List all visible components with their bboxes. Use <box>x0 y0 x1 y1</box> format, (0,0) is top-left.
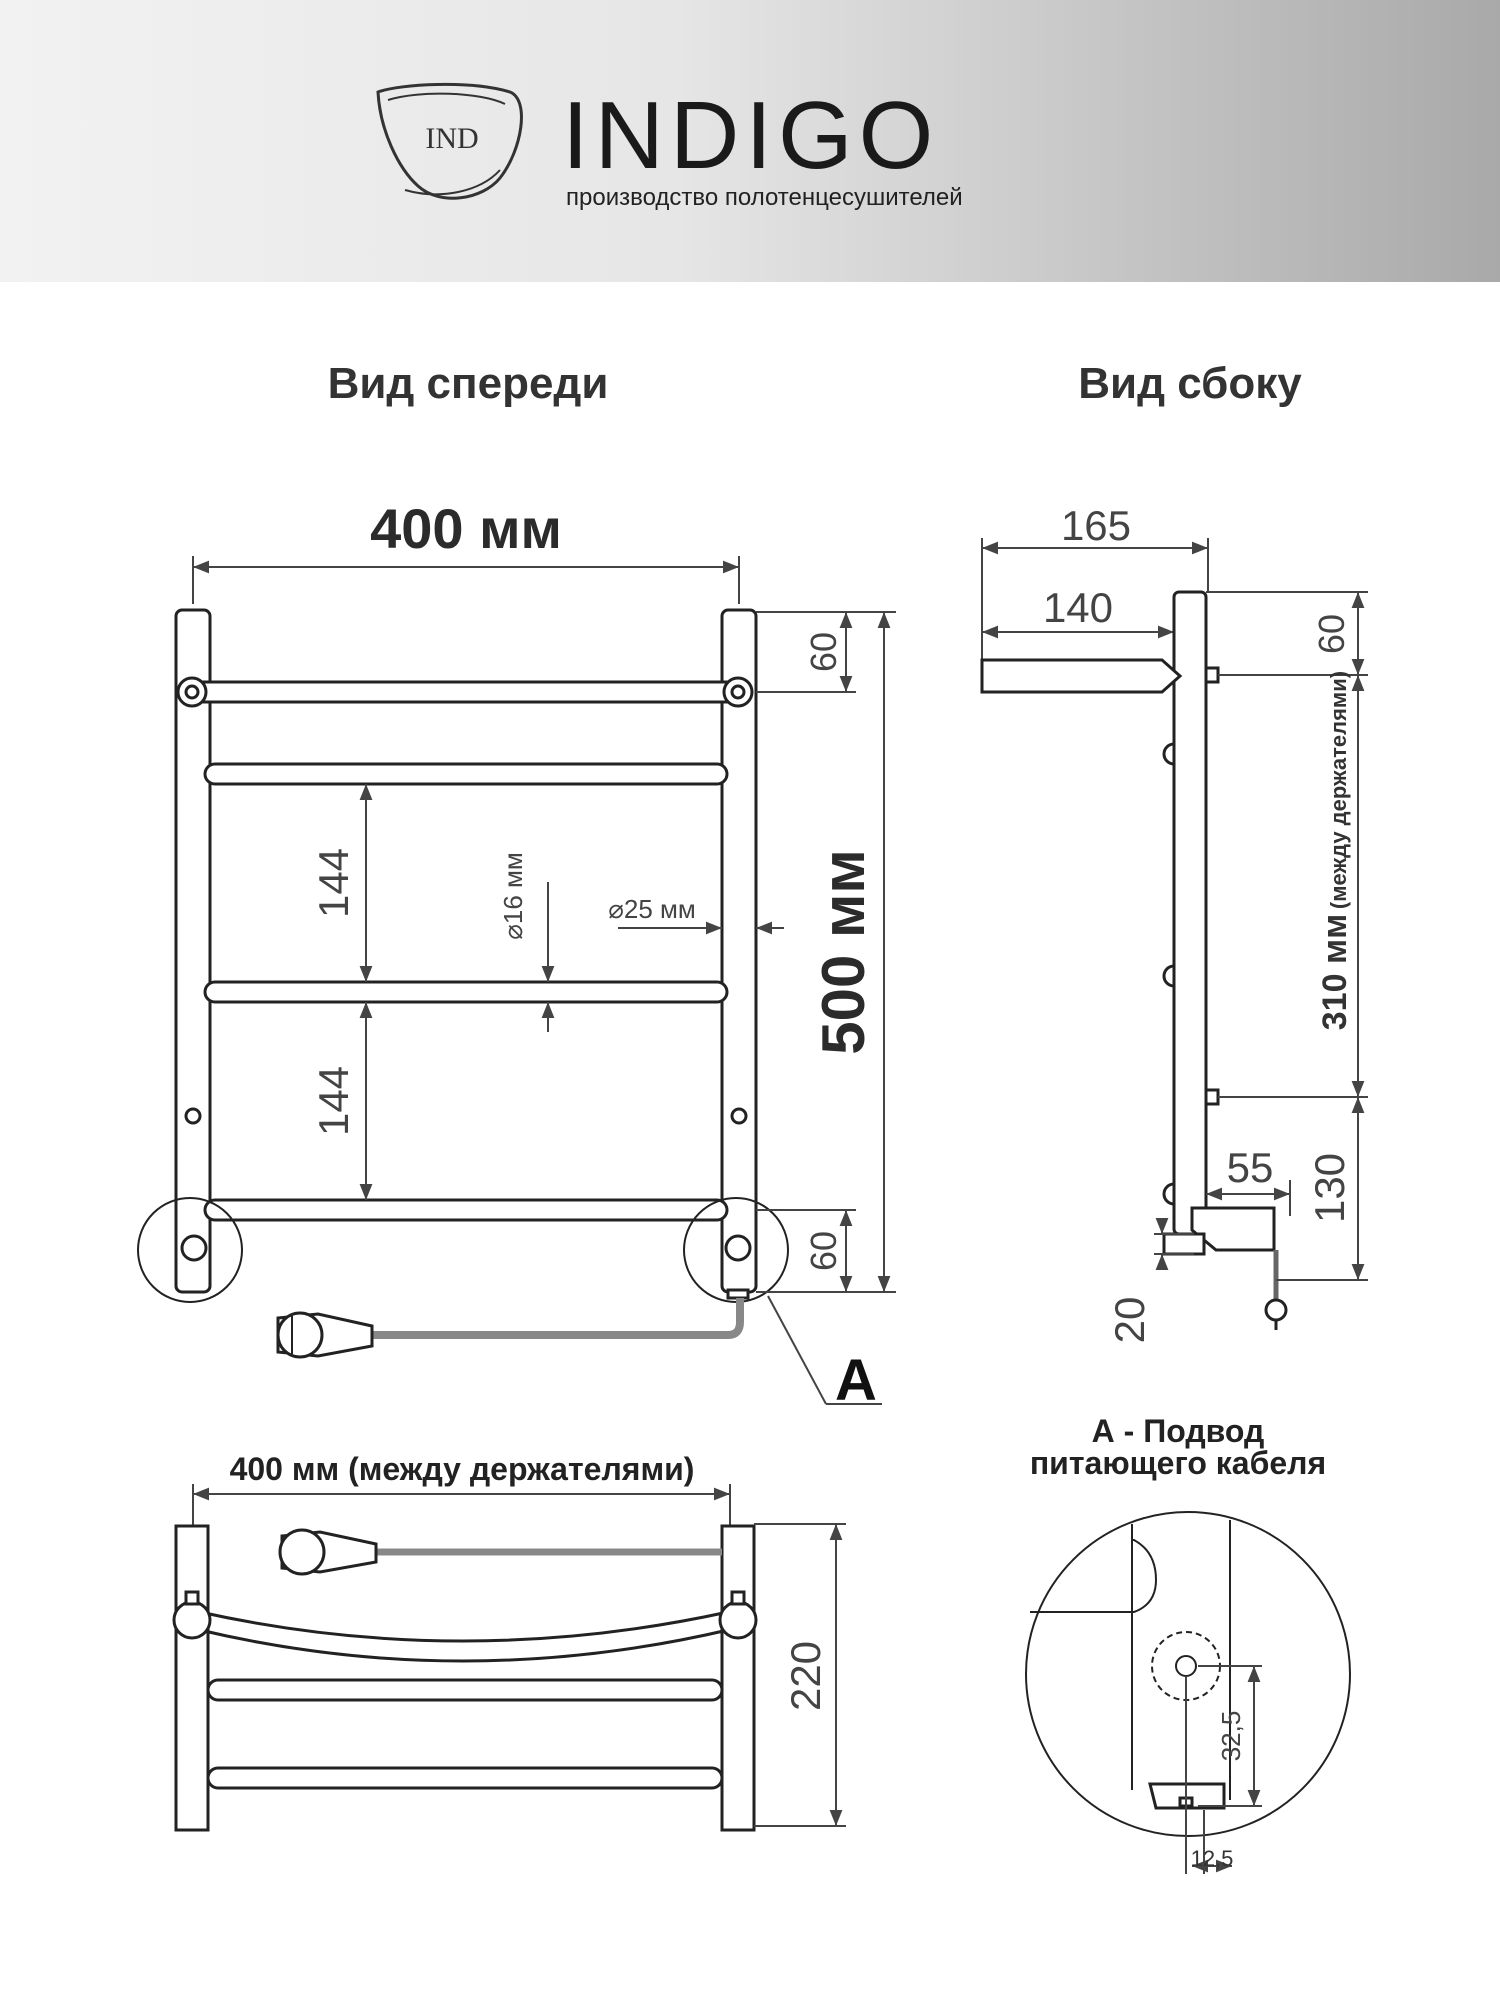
side-holder-span-note: (между держателями) <box>1326 671 1351 909</box>
side-top-offset: 60 <box>1311 614 1352 654</box>
side-depth-total: 165 <box>1061 502 1131 549</box>
right-post <box>720 608 758 1294</box>
side-plug-icon <box>1264 1298 1288 1322</box>
side-post <box>1172 590 1208 1236</box>
front-view: 400 мм <box>137 497 896 1413</box>
side-connector-box <box>1190 1206 1276 1252</box>
side-view-title: Вид сбоку <box>1078 359 1302 408</box>
detail-circle <box>1025 1511 1351 1837</box>
post-diameter-dim: ⌀25 мм <box>608 894 696 924</box>
side-depth-arm: 140 <box>1043 584 1113 631</box>
top-view: 400 мм (между держателями) 220 <box>172 1451 846 1832</box>
top-bar <box>184 680 748 704</box>
top-right-post <box>720 1524 756 1832</box>
bar-3 <box>203 980 729 1004</box>
side-box-depth: 55 <box>1227 1144 1274 1191</box>
brand-logo: IND <box>376 82 523 200</box>
top-width-dim: 400 мм (между держателями) <box>230 1451 695 1487</box>
brand-tagline: производство полотенцесушителей <box>566 184 963 211</box>
top-depth-dim: 220 <box>782 1641 829 1711</box>
front-top-offset: 60 <box>803 632 844 672</box>
bottom-bar <box>203 1198 729 1222</box>
top-right-holder-icon <box>722 676 754 708</box>
detail-caption-line1: А - Подвод <box>1092 1413 1265 1449</box>
bar-spacing-upper: 144 <box>310 848 357 918</box>
side-holder-span: 310 мм <box>1316 914 1354 1030</box>
front-width-dim: 400 мм <box>370 497 562 560</box>
detail-vertical-dim: 32,5 <box>1216 1711 1246 1762</box>
front-height-dim: 500 мм <box>810 849 877 1055</box>
side-view: 165 140 <box>980 502 1368 1344</box>
side-top-arm <box>980 658 1183 694</box>
logo-mark-text: IND <box>425 122 478 155</box>
left-detail-circle <box>137 1197 243 1303</box>
callout-a-label: A <box>835 1348 877 1413</box>
side-bottom-offset: 130 <box>1306 1153 1353 1223</box>
bar-diameter-dim: ⌀16 мм <box>498 852 528 940</box>
bar-2 <box>203 762 729 786</box>
front-bottom-offset: 60 <box>803 1231 844 1271</box>
bar-spacing-lower: 144 <box>310 1066 357 1136</box>
front-view-title: Вид спереди <box>328 359 609 408</box>
detail-a: А - Подвод питающего кабеля 32,5 12,5 <box>1025 1413 1351 1874</box>
top-left-holder-icon <box>176 676 208 708</box>
brand-name: INDIGO <box>562 82 939 189</box>
detail-horizontal-dim: 12,5 <box>1191 1846 1234 1871</box>
detail-caption-line2: питающего кабеля <box>1030 1445 1326 1481</box>
side-cable-drop: 20 <box>1106 1297 1153 1344</box>
left-post <box>174 608 212 1294</box>
top-left-post <box>174 1524 210 1832</box>
header-banner <box>0 0 1500 282</box>
